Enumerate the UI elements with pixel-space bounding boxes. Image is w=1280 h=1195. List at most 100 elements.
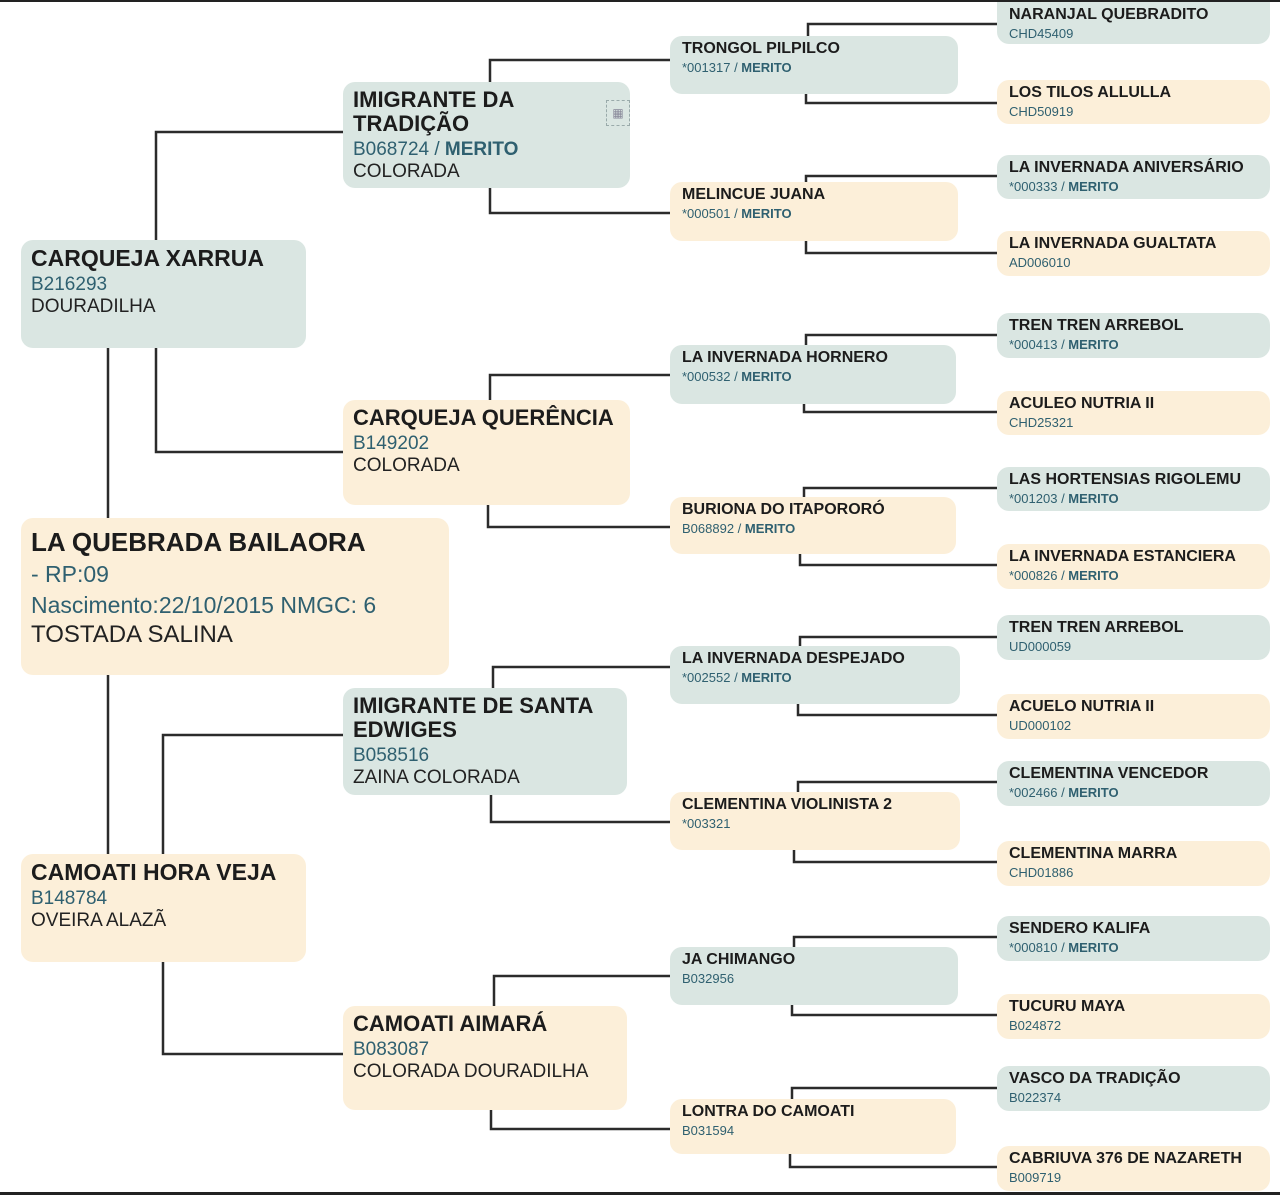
gen4-card[interactable]: NARANJAL QUEBRADITO CHD45409 [997,2,1270,44]
grandparent-reg: B149202 [353,433,430,455]
merit-label: MERITO [741,59,792,75]
grandparent-name: IMIGRANTE DA TRADIÇÃO [353,87,514,137]
gen4-name: TREN TREN ARREBOL [1009,619,1184,636]
ggp-reg: *000501 / MERITO [682,205,792,221]
root-birth: Nascimento:22/10/2015 NMGC: 6 [31,591,377,618]
gen4-name: ACUELO NUTRIA II [1009,698,1155,715]
stamp-icon: ▦ [606,100,630,126]
gen4-card[interactable]: SENDERO KALIFA *000810 / MERITO [997,916,1270,961]
grandparent-card[interactable]: CARQUEJA QUERÊNCIA B149202 COLORADA [343,400,630,505]
gen4-reg: *000413 / MERITO [1009,336,1119,352]
dam-name: CAMOATI HORA VEJA [31,859,277,885]
gen4-card[interactable]: LA INVERNADA GUALTATA AD006010 [997,231,1270,276]
gen4-card[interactable]: TUCURU MAYA B024872 [997,994,1270,1039]
great-grandparent-card[interactable]: JA CHIMANGO B032956 [670,947,958,1005]
gen4-card[interactable]: LAS HORTENSIAS RIGOLEMU *001203 / MERITO [997,467,1270,511]
gen4-name: LOS TILOS ALLULLA [1009,84,1172,101]
sire-coat: DOURADILHA [31,296,156,318]
gen4-card[interactable]: TREN TREN ARREBOL UD000059 [997,615,1270,660]
merit-label: MERITO [744,520,796,536]
gen4-card[interactable]: VASCO DA TRADIÇÃO B022374 [997,1066,1270,1111]
great-grandparent-card[interactable]: LA INVERNADA DESPEJADO *002552 / MERITO [670,646,960,704]
merit-label: MERITO [1068,939,1119,955]
grandparent-card[interactable]: IMIGRANTE DE SANTA EDWIGES B058516 ZAINA… [343,688,627,795]
sire-card[interactable]: CARQUEJA XARRUA B216293 DOURADILHA [21,240,306,348]
gen4-name: NARANJAL QUEBRADITO [1009,6,1209,23]
great-grandparent-card[interactable]: TRONGOL PILPILCO *001317 / MERITO [670,36,958,94]
gen4-card[interactable]: LA INVERNADA ESTANCIERA *000826 / MERITO [997,544,1270,589]
gen4-reg: B024872 [1009,1017,1062,1033]
gen4-name: LA INVERNADA ANIVERSÁRIO [1009,159,1244,176]
grandparent-reg: B083087 [353,1039,430,1061]
grandparent-card[interactable]: IMIGRANTE DA TRADIÇÃO B068724 / MERITO C… [343,82,630,188]
merit-label: MERITO [741,368,792,384]
grandparent-coat: COLORADA DOURADILHA [353,1061,589,1083]
great-grandparent-card[interactable]: LA INVERNADA HORNERO *000532 / MERITO [670,345,956,404]
gen4-card[interactable]: LOS TILOS ALLULLA CHD50919 [997,80,1270,124]
ggp-name: CLEMENTINA VIOLINISTA 2 [682,796,893,813]
grandparent-reg: B068724 / MERITO [353,139,519,161]
root-name: LA QUEBRADA BAILAORA [31,527,366,557]
merit-label: MERITO [1068,784,1119,800]
grandparent-name: CAMOATI AIMARÁ [353,1011,548,1036]
bottom-border [0,1192,1280,1195]
merit-label: MERITO [1068,336,1119,352]
gen4-reg: CHD45409 [1009,25,1074,41]
root-horse-card[interactable]: LA QUEBRADA BAILAORA - RP:09 Nascimento:… [21,518,449,675]
gen4-card[interactable]: CLEMENTINA VENCEDOR *002466 / MERITO [997,761,1270,806]
root-rp: - RP:09 [31,560,109,587]
gen4-name: TREN TREN ARREBOL [1009,317,1184,334]
grandparent-card[interactable]: CAMOATI AIMARÁ B083087 COLORADA DOURADIL… [343,1006,627,1110]
gen4-reg: UD000059 [1009,638,1072,654]
grandparent-name: CARQUEJA QUERÊNCIA [353,405,614,430]
ggp-name: LA INVERNADA HORNERO [682,349,888,366]
gen4-reg: *001203 / MERITO [1009,490,1119,506]
grandparent-reg: B058516 [353,745,430,767]
gen4-card[interactable]: LA INVERNADA ANIVERSÁRIO *000333 / MERIT… [997,155,1270,199]
gen4-reg: B009719 [1009,1169,1062,1185]
gen4-card[interactable]: CABRIUVA 376 DE NAZARETH B009719 [997,1146,1270,1191]
gen4-reg: CHD01886 [1009,864,1074,880]
ggp-reg: *000532 / MERITO [682,368,792,384]
dam-reg: B148784 [31,888,108,910]
gen4-name: CLEMENTINA MARRA [1009,845,1178,862]
gen4-reg: CHD50919 [1009,103,1074,119]
ggp-reg: B068892 / MERITO [682,520,796,536]
gen4-name: LAS HORTENSIAS RIGOLEMU [1009,471,1242,488]
gen4-card[interactable]: ACUELO NUTRIA II UD000102 [997,694,1270,739]
grandparent-coat: ZAINA COLORADA [353,767,520,789]
gen4-name: CLEMENTINA VENCEDOR [1009,765,1209,782]
gen4-reg: *000810 / MERITO [1009,939,1119,955]
gen4-name: CABRIUVA 376 DE NAZARETH [1009,1150,1242,1167]
dam-coat: OVEIRA ALAZÃ [31,910,167,932]
ggp-name: TRONGOL PILPILCO [682,40,840,57]
gen4-card[interactable]: CLEMENTINA MARRA CHD01886 [997,841,1270,886]
sire-name: CARQUEJA XARRUA [31,245,264,271]
gen4-reg: CHD25321 [1009,414,1074,430]
ggp-name: BURIONA DO ITAPORORÓ [682,501,885,518]
gen4-name: LA INVERNADA GUALTATA [1009,235,1217,252]
ggp-reg: *003321 [682,815,731,831]
merit-label: MERITO [1068,490,1119,506]
great-grandparent-card[interactable]: MELINCUE JUANA *000501 / MERITO [670,182,958,241]
grandparent-coat: COLORADA [353,161,460,183]
gen4-reg: AD006010 [1009,254,1071,270]
ggp-name: MELINCUE JUANA [682,186,826,203]
great-grandparent-card[interactable]: CLEMENTINA VIOLINISTA 2 *003321 [670,792,960,850]
gen4-card[interactable]: ACULEO NUTRIA II CHD25321 [997,391,1270,435]
gen4-name: TUCURU MAYA [1009,998,1126,1015]
merit-label: MERITO [741,205,792,221]
ggp-name: LONTRA DO CAMOATI [682,1103,855,1120]
gen4-reg: UD000102 [1009,717,1072,733]
gen4-name: VASCO DA TRADIÇÃO [1009,1070,1181,1087]
gen4-card[interactable]: TREN TREN ARREBOL *000413 / MERITO [997,313,1270,358]
great-grandparent-card[interactable]: LONTRA DO CAMOATI B031594 [670,1099,956,1154]
merit-label: MERITO [1068,567,1119,583]
gen4-name: SENDERO KALIFA [1009,920,1151,937]
gen4-reg: *000826 / MERITO [1009,567,1119,583]
ggp-reg: *001317 / MERITO [682,59,792,75]
gen4-name: LA INVERNADA ESTANCIERA [1009,548,1236,565]
ggp-reg: B031594 [682,1122,735,1138]
great-grandparent-card[interactable]: BURIONA DO ITAPORORÓ B068892 / MERITO [670,497,956,554]
dam-card[interactable]: CAMOATI HORA VEJA B148784 OVEIRA ALAZÃ [21,854,306,962]
